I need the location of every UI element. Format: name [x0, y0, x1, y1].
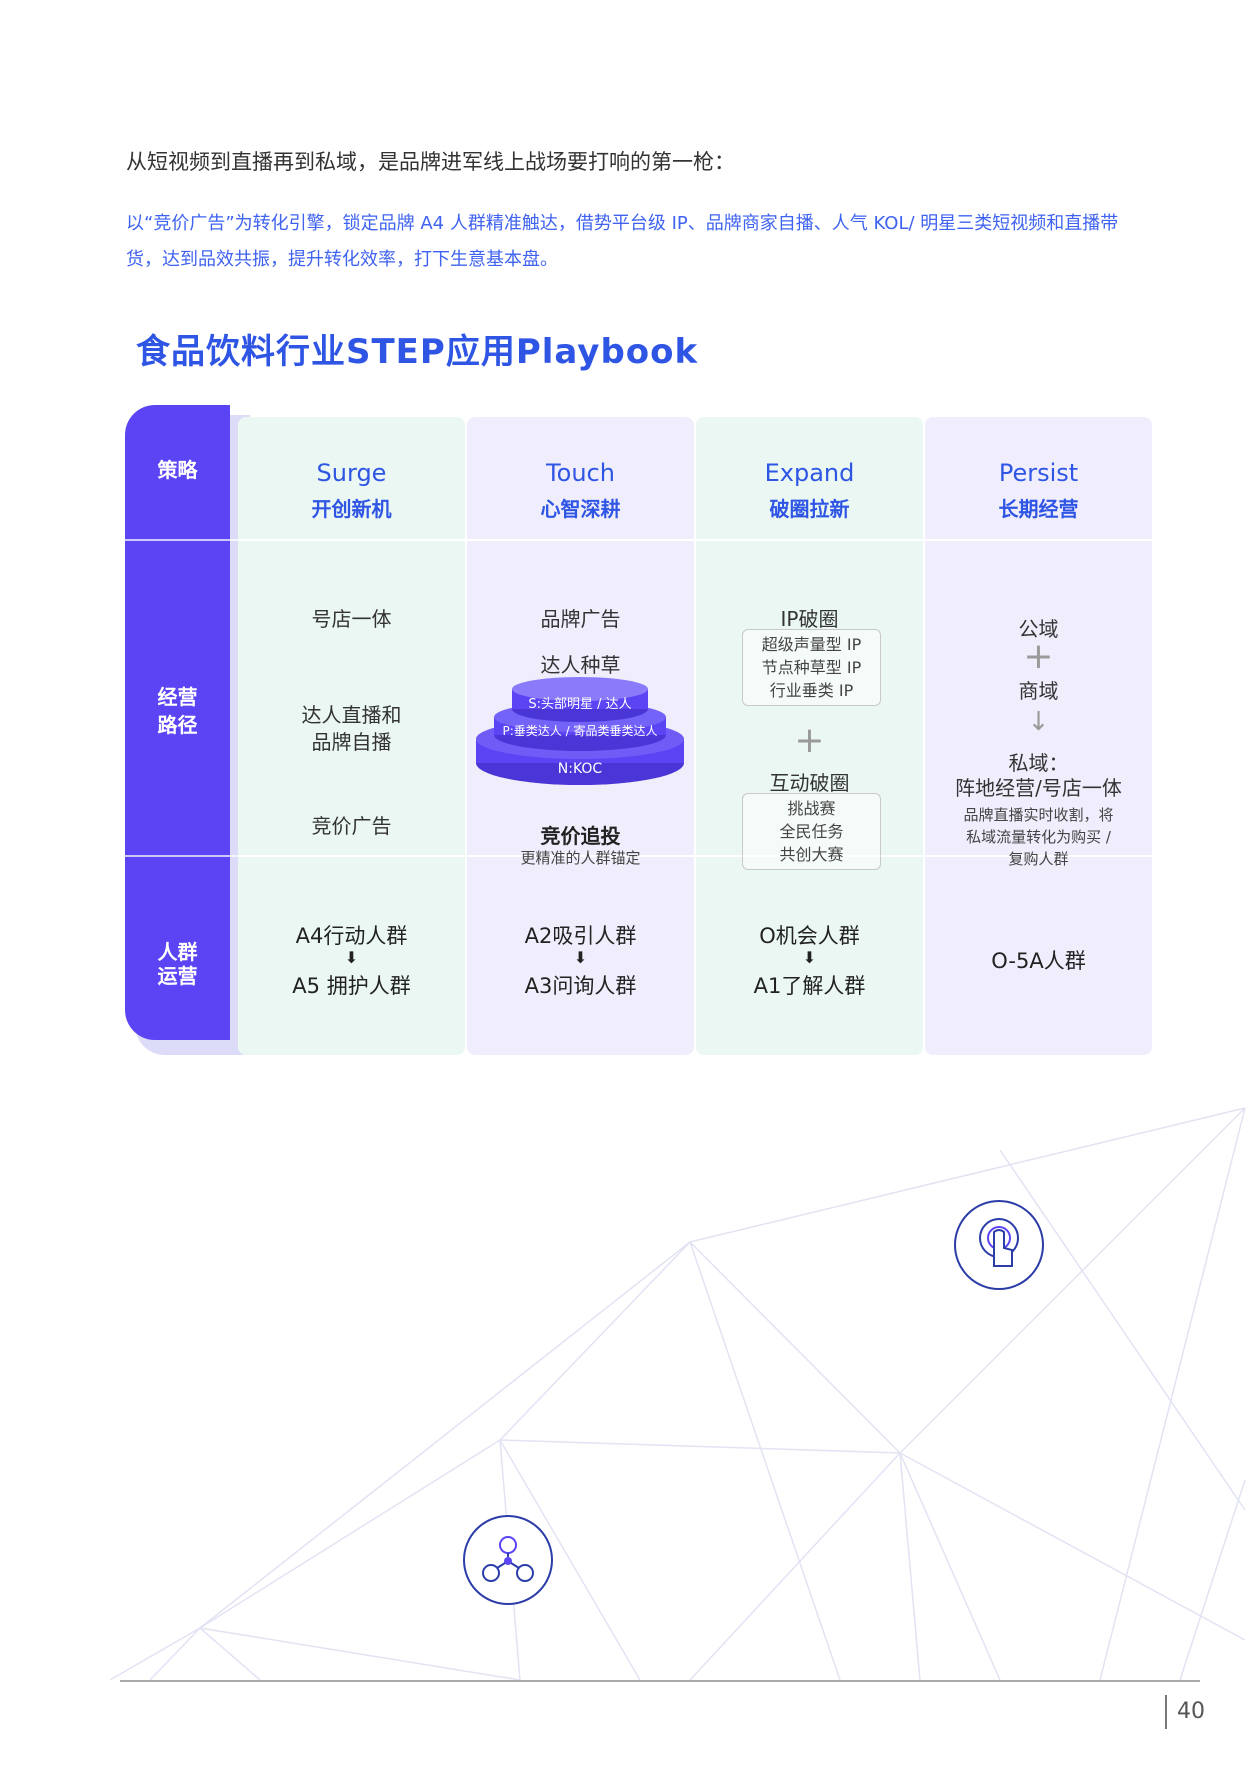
row-divider — [467, 855, 694, 857]
ip-type: 超级声量型 IP — [761, 635, 862, 654]
pyramid-label-n: N:KOC — [558, 761, 603, 777]
row-divider — [925, 855, 1152, 857]
step-playbook-table: Surge 开创新机 号店一体 达人直播和 品牌自播 竞价广告 A4行动人群 ⬇… — [125, 405, 1160, 1055]
column-title-cn: 长期经营 — [998, 497, 1079, 521]
path-item: 达人种草 — [540, 653, 621, 677]
commercial-domain: 商域 — [1018, 679, 1059, 703]
column-surge: Surge 开创新机 号店一体 达人直播和 品牌自播 竞价广告 A4行动人群 ⬇… — [238, 417, 465, 1055]
path-item: 品牌自播 — [311, 730, 392, 754]
private-domain: 私域： — [1008, 751, 1069, 775]
plus-icon: + — [1023, 636, 1054, 677]
row-divider — [238, 539, 465, 541]
column-expand: Expand 破圈拉新 IP破圈 超级声量型 IP 节点种草型 IP 行业垂类 … — [696, 417, 923, 1055]
interaction-breakout-title: 互动破圈 — [769, 771, 850, 795]
row-divider — [925, 539, 1152, 541]
row-label-audience: 人群 — [157, 940, 198, 964]
persist-desc: 私域流量转化为购买 / — [966, 828, 1111, 846]
audience-to: A5 拥护人群 — [292, 974, 411, 998]
column-title-en: Expand — [764, 459, 855, 487]
footer-line — [120, 1680, 1200, 1682]
pyramid-label-s: S:头部明星 / 达人 — [528, 697, 631, 712]
path-item: 达人直播和 — [301, 703, 402, 727]
ip-breakout-title: IP破圈 — [780, 607, 839, 631]
network-decoration — [109, 1107, 1246, 1681]
audience-single: O-5A人群 — [991, 949, 1086, 973]
audience-from: A4行动人群 — [295, 924, 408, 948]
page-number: 40 — [1177, 1699, 1205, 1724]
column-title-en: Persist — [998, 459, 1079, 487]
column-title-cn: 破圈拉新 — [769, 497, 850, 521]
bid-subtitle: 更精准的人群锚定 — [520, 849, 641, 867]
column-touch: Touch 心智深耕 品牌广告 达人种草 S:头部明星 / 达人 P:垂类达人 … — [467, 417, 694, 1055]
touch-gesture-icon — [954, 1200, 1044, 1290]
plus-icon: + — [794, 720, 825, 761]
interaction-types-box: 挑战赛 全民任务 共创大赛 — [742, 793, 881, 870]
path-item: 竞价广告 — [311, 814, 392, 838]
ip-type: 行业垂类 IP — [769, 681, 854, 700]
row-label-path: 路径 — [157, 713, 198, 737]
row-label-strategy: 策略 — [157, 458, 198, 482]
audience-arrow: ⬇ — [344, 948, 359, 967]
row-label-path: 经营 — [157, 685, 198, 709]
bid-title: 竞价追投 — [540, 824, 621, 848]
down-arrow-icon: ↓ — [1027, 707, 1050, 737]
network-people-icon — [463, 1515, 553, 1605]
row-label-tab: 策略 经营 路径 人群 运营 — [125, 405, 240, 1040]
interaction-type: 共创大赛 — [779, 845, 844, 864]
audience-to: A1了解人群 — [753, 974, 866, 998]
column-title-en: Surge — [316, 459, 387, 487]
persist-desc: 品牌直播实时收割，将 — [963, 806, 1114, 824]
path-item: 品牌广告 — [540, 607, 621, 631]
ip-types-box: 超级声量型 IP 节点种草型 IP 行业垂类 IP — [742, 629, 881, 706]
audience-to: A3问询人群 — [524, 974, 637, 998]
audience-from: O机会人群 — [759, 924, 860, 948]
kol-pyramid: S:头部明星 / 达人 P:垂类达人 / 寄品类垂类达人 N:KOC — [476, 677, 684, 785]
audience-from: A2吸引人群 — [524, 924, 637, 948]
row-divider — [238, 855, 465, 857]
ip-type: 节点种草型 IP — [761, 658, 862, 677]
column-title-cn: 开创新机 — [311, 497, 392, 521]
audience-arrow: ⬇ — [802, 948, 817, 967]
row-divider — [467, 539, 694, 541]
page-number-divider — [1165, 1695, 1167, 1729]
audience-arrow: ⬇ — [573, 948, 588, 967]
highlight-text: 以“竞价广告”为转化引擎，锁定品牌 A4 人群精准触达，借势平台级 IP、品牌商… — [126, 213, 1119, 270]
tab-divider — [125, 855, 240, 857]
column-title-en: Touch — [546, 459, 615, 487]
tab-divider — [125, 539, 240, 541]
column-title-cn: 心智深耕 — [540, 497, 621, 521]
intro-text: 从短视频到直播再到私域，是品牌进军线上战场要打响的第一枪： — [126, 150, 735, 174]
private-domain-detail: 阵地经营/号店一体 — [955, 776, 1122, 800]
persist-desc: 复购人群 — [1008, 850, 1069, 868]
path-item: 号店一体 — [311, 607, 392, 631]
column-persist: Persist 长期经营 公域 + 商域 ↓ 私域： 阵地经营/号店一体 品牌直… — [925, 417, 1152, 1055]
public-domain: 公域 — [1018, 617, 1059, 641]
interaction-type: 挑战赛 — [787, 799, 836, 818]
interaction-type: 全民任务 — [779, 822, 844, 841]
row-label-audience: 运营 — [157, 964, 198, 988]
row-divider — [696, 539, 923, 541]
page-title: 食品饮料行业STEP应用Playbook — [136, 332, 699, 372]
pyramid-label-p: P:垂类达人 / 寄品类垂类达人 — [503, 723, 658, 738]
